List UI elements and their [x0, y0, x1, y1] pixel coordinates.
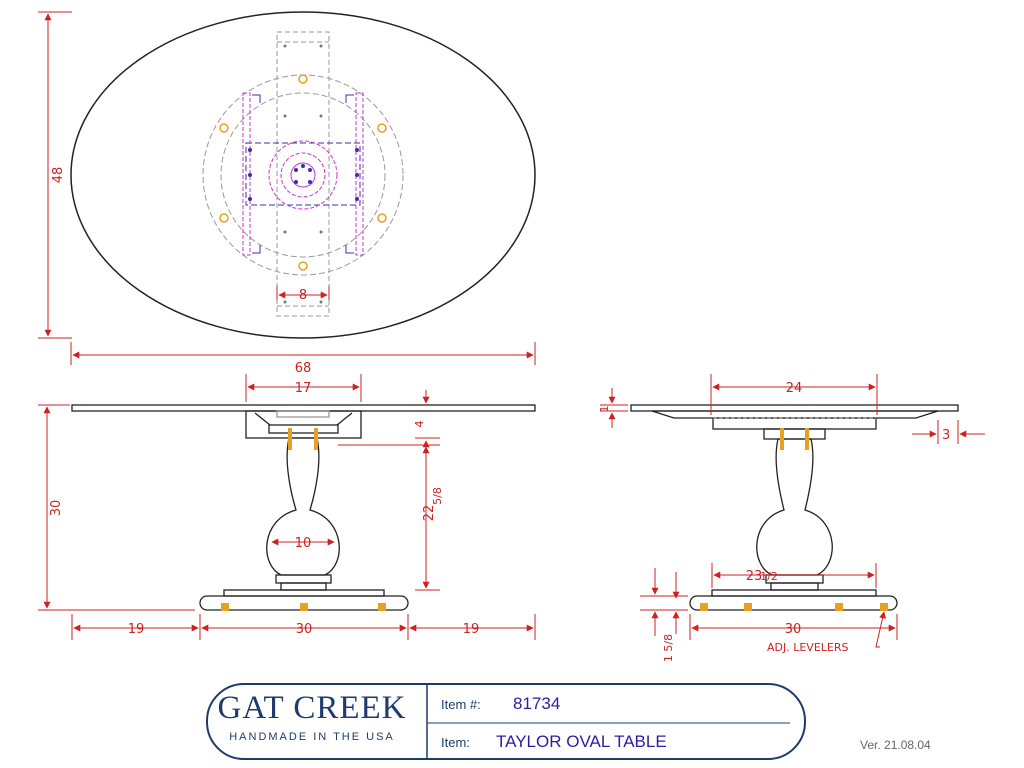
front-pedestal — [266, 437, 340, 576]
item-name-label: Item: — [441, 735, 470, 750]
version-label: Ver. 21.08.04 — [860, 738, 931, 752]
brand-logo: GAT CREEK — [217, 690, 407, 726]
dim-top-edge: 1 — [598, 406, 611, 413]
dim-top-depth: 48 — [51, 167, 66, 184]
front-tabletop — [71, 404, 536, 412]
dim-column-diameter: 10 — [295, 536, 312, 551]
dim-foot-height: 1 5/8 — [662, 634, 675, 662]
item-number-value: 81734 — [513, 694, 561, 713]
dim-pedestal-fraction: 5/8 — [431, 487, 444, 505]
dim-overhang-right: 19 — [463, 622, 480, 637]
title-block — [206, 683, 806, 760]
dim-end-base-width: 23 — [746, 569, 763, 584]
dim-cleat-spacing: 8 — [299, 288, 307, 303]
dim-pedestal-height: 22 — [422, 505, 437, 522]
front-elevation — [71, 404, 536, 611]
dim-end-base-length: 30 — [785, 622, 802, 637]
dim-top-width: 68 — [295, 361, 312, 376]
end-hardware — [700, 428, 888, 611]
end-dimensions — [600, 374, 985, 648]
item-number-label: Item #: — [441, 697, 481, 712]
dim-end-apron-width: 24 — [786, 381, 803, 396]
base-footprint — [276, 31, 330, 317]
apron-frame — [245, 142, 361, 206]
hardware-hole — [298, 74, 308, 84]
apron-outer-circle — [202, 74, 404, 276]
item-name-value: TAYLOR OVAL TABLE — [496, 732, 667, 751]
plan-dimensions — [38, 11, 536, 365]
note-levelers: ADJ. LEVELERS — [767, 641, 849, 654]
end-apron — [712, 417, 877, 430]
dim-edge-overhang: 3 — [942, 428, 950, 443]
dim-end-base-fraction: 1/2 — [760, 570, 778, 583]
plan-view — [70, 11, 536, 339]
brand-tagline: HANDMADE IN THE USA — [229, 731, 395, 743]
end-base — [689, 595, 898, 611]
end-elevation — [630, 404, 959, 611]
dim-top-detail: 4 — [413, 421, 426, 428]
dim-overhang-left: 19 — [128, 622, 145, 637]
dim-height: 30 — [49, 500, 64, 517]
front-dimensions — [38, 374, 536, 640]
oval-tabletop — [70, 11, 536, 339]
dim-apron-width: 17 — [295, 381, 312, 396]
column-top-outer — [268, 140, 338, 210]
end-tabletop — [630, 404, 959, 412]
end-pedestal — [756, 438, 833, 576]
dim-base-length: 30 — [296, 622, 313, 637]
right-cleat — [355, 92, 364, 256]
front-hardware — [221, 428, 386, 611]
